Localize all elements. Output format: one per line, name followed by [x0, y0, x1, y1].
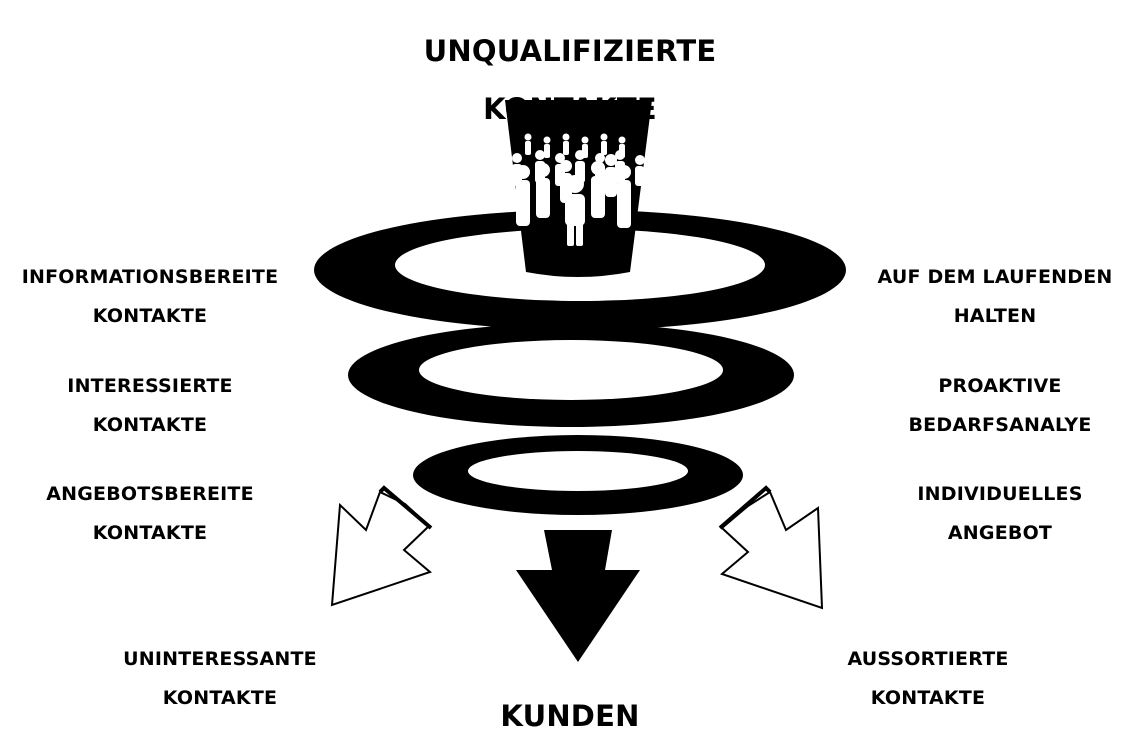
- left-label-uninteressante: UNINTERESSANTE KONTAKTE: [90, 631, 350, 728]
- right-label-individuelles: INDIVIDUELLES ANGEBOT: [880, 466, 1120, 563]
- left-label-line1: UNINTERESSANTE: [123, 648, 317, 671]
- left-label-line2: KONTAKTE: [92, 522, 208, 545]
- left-label-informationsbereite: INFORMATIONSBEREITE KONTAKTE: [5, 249, 295, 346]
- left-label-line1: ANGEBOTSBEREITE: [46, 483, 254, 506]
- left-label-line2: KONTAKTE: [162, 687, 278, 710]
- right-label-line1: AUF DEM LAUFENDEN: [877, 266, 1113, 289]
- top-label-line1: UNQUALIFIZIERTE: [423, 34, 717, 68]
- right-label-line2: ANGEBOT: [947, 522, 1053, 545]
- funnel-ring-2-hole: [419, 340, 723, 400]
- down-arrow-icon: [516, 530, 640, 662]
- left-label-line2: KONTAKTE: [92, 305, 208, 328]
- right-label-line1: AUSSORTIERTE: [847, 648, 1009, 671]
- left-label-interessierte: INTERESSIERTE KONTAKTE: [30, 358, 270, 455]
- left-label-line2: KONTAKTE: [92, 414, 208, 437]
- left-label-line1: INFORMATIONSBEREITE: [21, 266, 279, 289]
- right-label-line2: KONTAKTE: [870, 687, 986, 710]
- left-label-line1: INTERESSIERTE: [67, 375, 233, 398]
- right-label-aussortierte: AUSSORTIERTE KONTAKTE: [808, 631, 1048, 728]
- right-label-line2: BEDARFSANALYE: [908, 414, 1092, 437]
- right-label-line2: HALTEN: [953, 305, 1037, 328]
- right-diagonal-arrow-icon: [718, 485, 824, 610]
- bottom-label: KUNDEN: [500, 699, 640, 733]
- left-diagonal-arrow-icon: [330, 485, 433, 607]
- funnel-ring-3-hole: [468, 451, 688, 491]
- people-cup-icon: [505, 100, 652, 277]
- right-label-auf-dem-laufenden: AUF DEM LAUFENDEN HALTEN: [860, 249, 1130, 346]
- right-label-line1: PROAKTIVE: [938, 375, 1062, 398]
- right-label-line1: INDIVIDUELLES: [917, 483, 1083, 506]
- right-label-proaktive: PROAKTIVE BEDARFSANALYE: [880, 358, 1120, 455]
- left-label-angebotsbereite: ANGEBOTSBEREITE KONTAKTE: [20, 466, 280, 563]
